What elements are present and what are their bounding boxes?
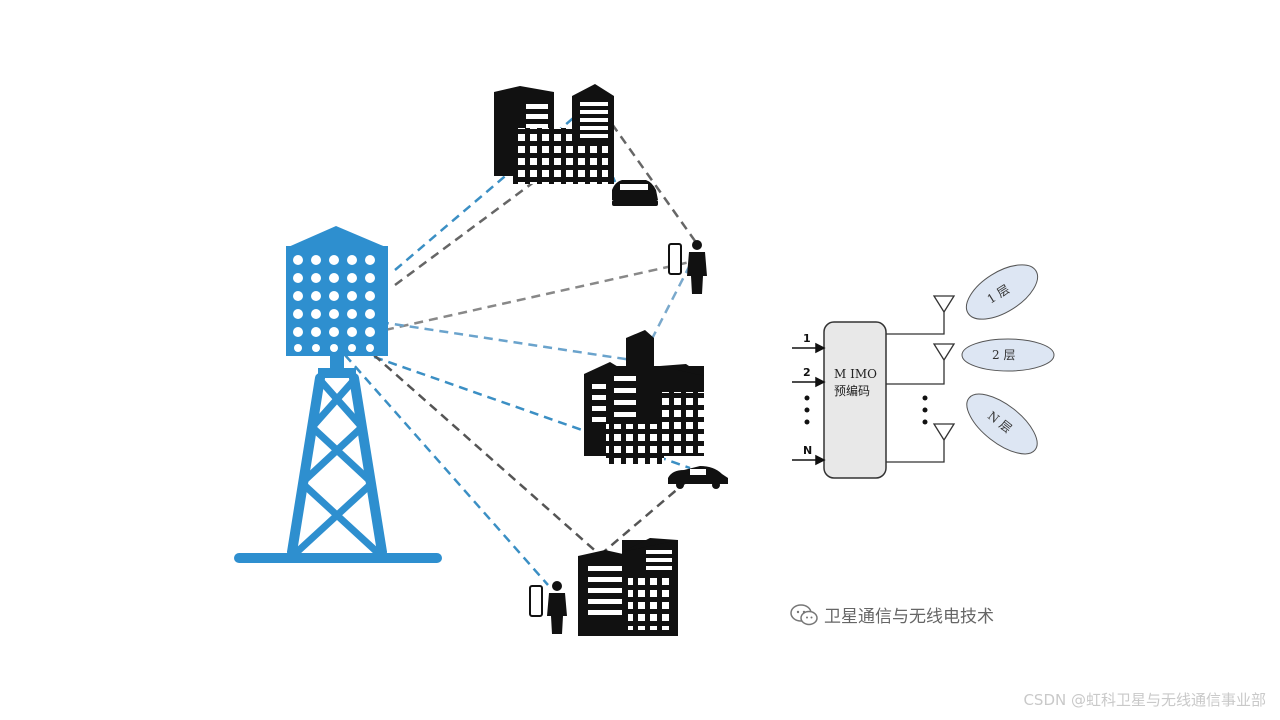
line-blue-1 (394, 107, 586, 271)
antenna-icon-1 (932, 295, 956, 314)
wechat-watermark-text: 卫星通信与无线电技术 (824, 607, 994, 627)
input-ellipsis (804, 395, 810, 425)
mimo-precoding-diagram: M IMO 预编码 1 2 N (792, 264, 1055, 479)
mimo-label-line1: M IMO (834, 367, 877, 381)
building-icon-bottom (578, 538, 678, 636)
antenna-array-elements (293, 255, 375, 352)
output-ellipsis (922, 395, 928, 425)
building-icon-top (494, 84, 614, 184)
car-icon-top (612, 180, 658, 206)
line-blue-3 (379, 320, 646, 364)
beam-1: 1 层 (965, 264, 1039, 320)
mimo-block (823, 321, 887, 479)
csdn-watermark: CSDN @虹科卫星与无线通信事业部 (1023, 691, 1266, 709)
person-with-phone-icon-lower (529, 581, 567, 634)
beam-n: N 层 (966, 393, 1038, 455)
wechat-watermark: 卫星通信与无线电技术 (790, 602, 994, 627)
beam-label-2: 2 层 (992, 348, 1015, 362)
car-icon-middle (668, 466, 728, 489)
input-label-2: 2 (803, 366, 811, 379)
person-with-phone-icon-upper (668, 240, 707, 294)
input-label-1: 1 (803, 332, 811, 345)
beam-2: 2 层 (961, 338, 1055, 372)
input-label-n: N (803, 444, 812, 457)
antenna-icon-2 (932, 343, 956, 362)
building-icon-middle (584, 330, 704, 464)
line-blue-5 (344, 354, 549, 586)
line-gray-5 (339, 324, 601, 556)
line-gray-2 (610, 123, 702, 249)
line-gray-3 (384, 260, 691, 332)
mimo-label-line2: 预编码 (834, 383, 870, 398)
cell-tower-icon (234, 226, 442, 563)
antenna-icon-n (932, 423, 956, 442)
wechat-icon (790, 603, 818, 625)
